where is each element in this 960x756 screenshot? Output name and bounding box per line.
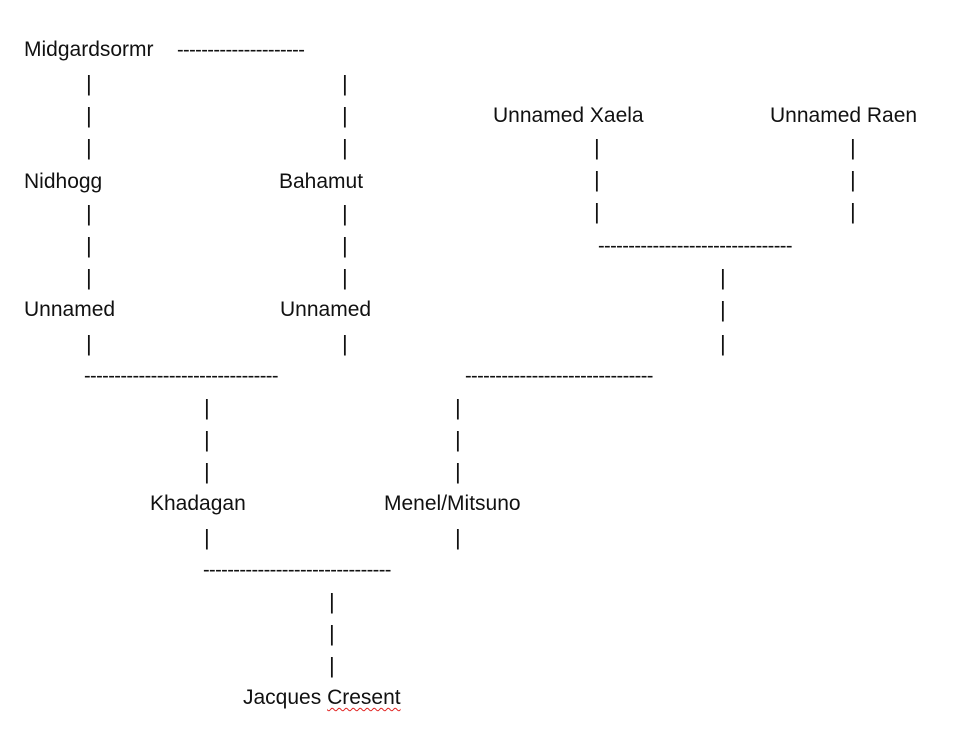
connector-line: | (455, 427, 461, 452)
node-menel-mitsuno: Menel/Mitsuno (384, 492, 521, 515)
connector-line: | (720, 265, 726, 290)
join-connector-xr: -------------------------------- (598, 235, 793, 257)
connector-line: | (329, 653, 335, 678)
connector-line: | (342, 201, 348, 226)
root-connector: --------------------- (177, 39, 305, 61)
node-jacques-cresent: Jacques Cresent (243, 686, 401, 710)
connector-line: | (86, 103, 92, 128)
connector-line: | (86, 71, 92, 96)
node-midgardsormr: Midgardsormr (24, 38, 154, 61)
connector-line: | (342, 71, 348, 96)
node-unnamed-xaela: Unnamed Xaela (493, 104, 644, 127)
connector-line: | (850, 167, 856, 192)
connector-line: | (720, 297, 726, 322)
connector-line: | (204, 427, 210, 452)
join-connector-right: ------------------------------- (465, 365, 653, 387)
connector-line: | (86, 265, 92, 290)
connector-line: | (86, 233, 92, 258)
connector-line: | (850, 135, 856, 160)
connector-line: | (342, 265, 348, 290)
connector-line: | (86, 135, 92, 160)
connector-line: | (204, 459, 210, 484)
node-nidhogg: Nidhogg (24, 170, 103, 193)
connector-line: | (594, 167, 600, 192)
connector-line: | (594, 199, 600, 224)
connector-line: | (594, 135, 600, 160)
connector-line: | (204, 525, 210, 550)
node-unnamed-right: Unnamed (280, 298, 372, 321)
connector-line: | (720, 331, 726, 356)
connector-line: | (204, 395, 210, 420)
connector-line: | (342, 103, 348, 128)
join-connector-left: -------------------------------- (84, 365, 279, 387)
connector-line: | (342, 331, 348, 356)
connector-line: | (342, 233, 348, 258)
child-first-name: Jacques (243, 686, 322, 709)
connector-line: | (455, 395, 461, 420)
node-bahamut: Bahamut (279, 170, 364, 193)
connector-line: | (86, 201, 92, 226)
connector-line: | (342, 135, 348, 160)
join-connector-parents: ------------------------------- (203, 559, 391, 581)
connector-line: | (455, 459, 461, 484)
node-khadagan: Khadagan (150, 492, 246, 515)
connector-line: | (455, 525, 461, 550)
connector-line: | (850, 199, 856, 224)
connector-line: | (329, 589, 335, 614)
node-unnamed-raen: Unnamed Raen (770, 104, 918, 127)
node-unnamed-left: Unnamed (24, 298, 116, 321)
connector-line: | (86, 331, 92, 356)
connector-line: | (329, 621, 335, 646)
child-last-name-misspelled: Cresent (327, 686, 401, 709)
